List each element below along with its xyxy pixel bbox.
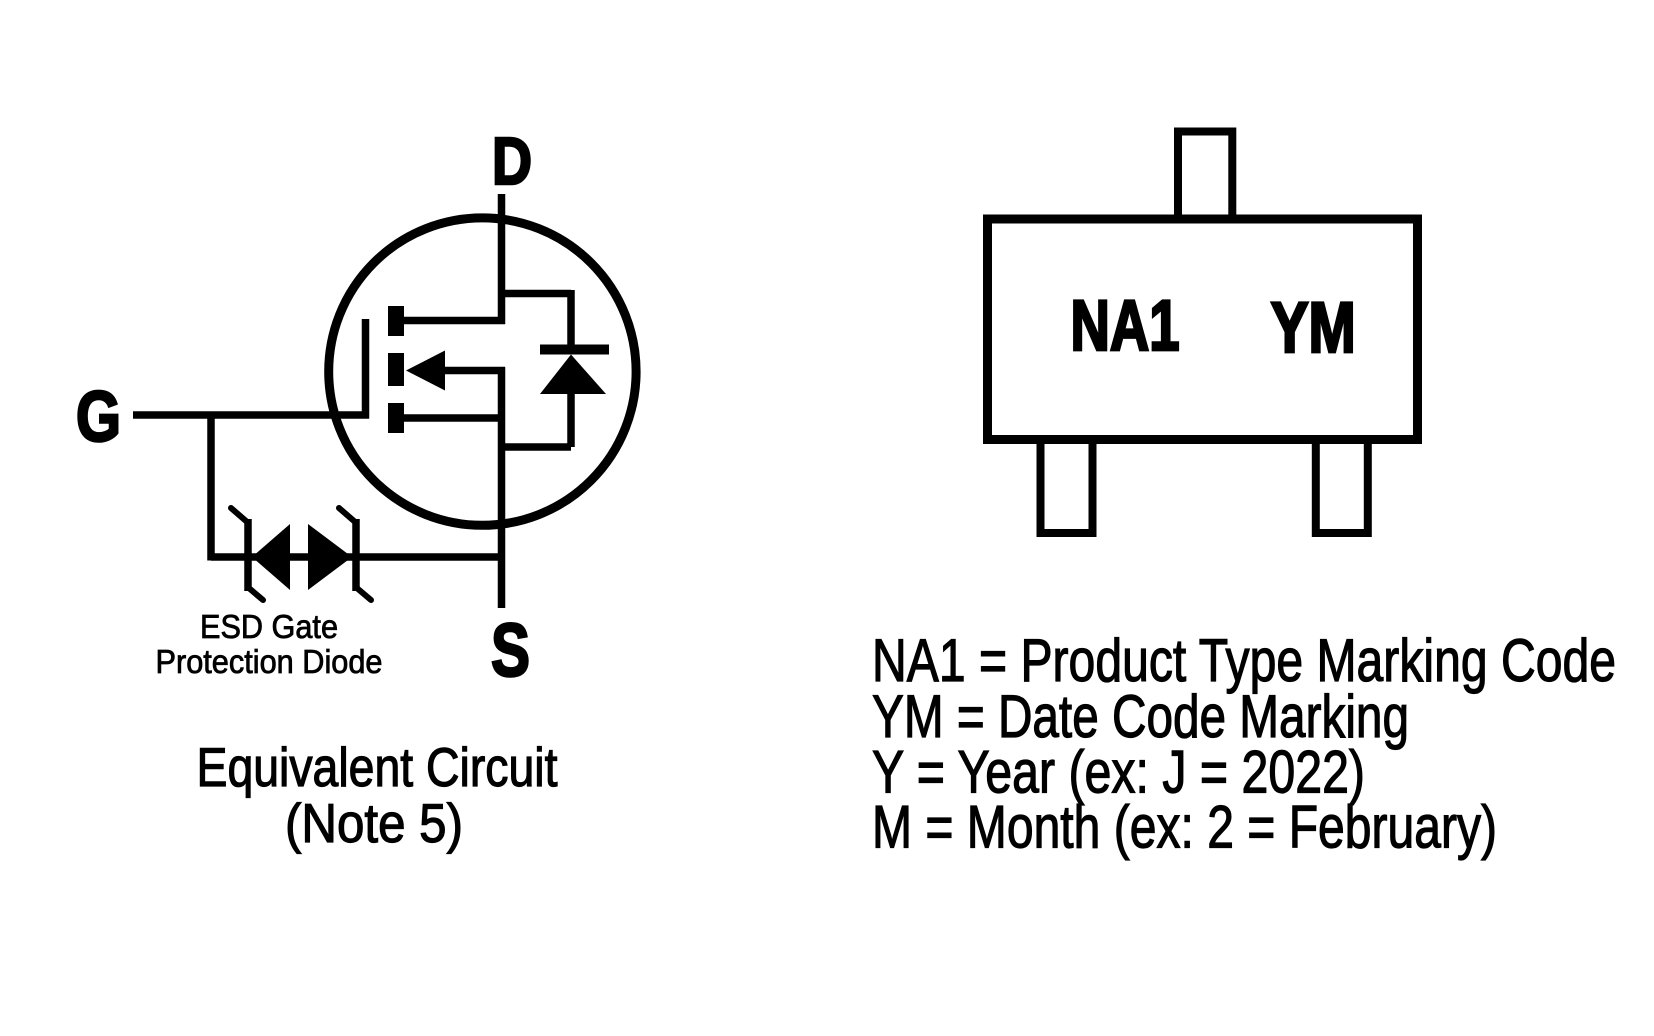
svg-text:Y = Year (ex: J = 2022): Y = Year (ex: J = 2022) <box>872 739 1365 806</box>
svg-text:M = Month (ex: 2 = February): M = Month (ex: 2 = February) <box>872 794 1497 861</box>
svg-text:YM = Date Code Marking: YM = Date Code Marking <box>872 683 1409 750</box>
svg-text:Equivalent Circuit: Equivalent Circuit <box>197 736 558 798</box>
svg-text:(Note 5): (Note 5) <box>285 792 463 854</box>
svg-text:D: D <box>492 124 532 199</box>
svg-text:NA1 = Product Type Marking Cod: NA1 = Product Type Marking Code <box>872 627 1616 694</box>
svg-text:G: G <box>76 378 121 457</box>
svg-text:S: S <box>491 608 530 692</box>
svg-text:ESD Gate: ESD Gate <box>200 608 338 645</box>
svg-text:NA1: NA1 <box>1071 287 1180 366</box>
svg-text:YM: YM <box>1271 289 1356 368</box>
svg-text:Protection Diode: Protection Diode <box>156 643 383 680</box>
